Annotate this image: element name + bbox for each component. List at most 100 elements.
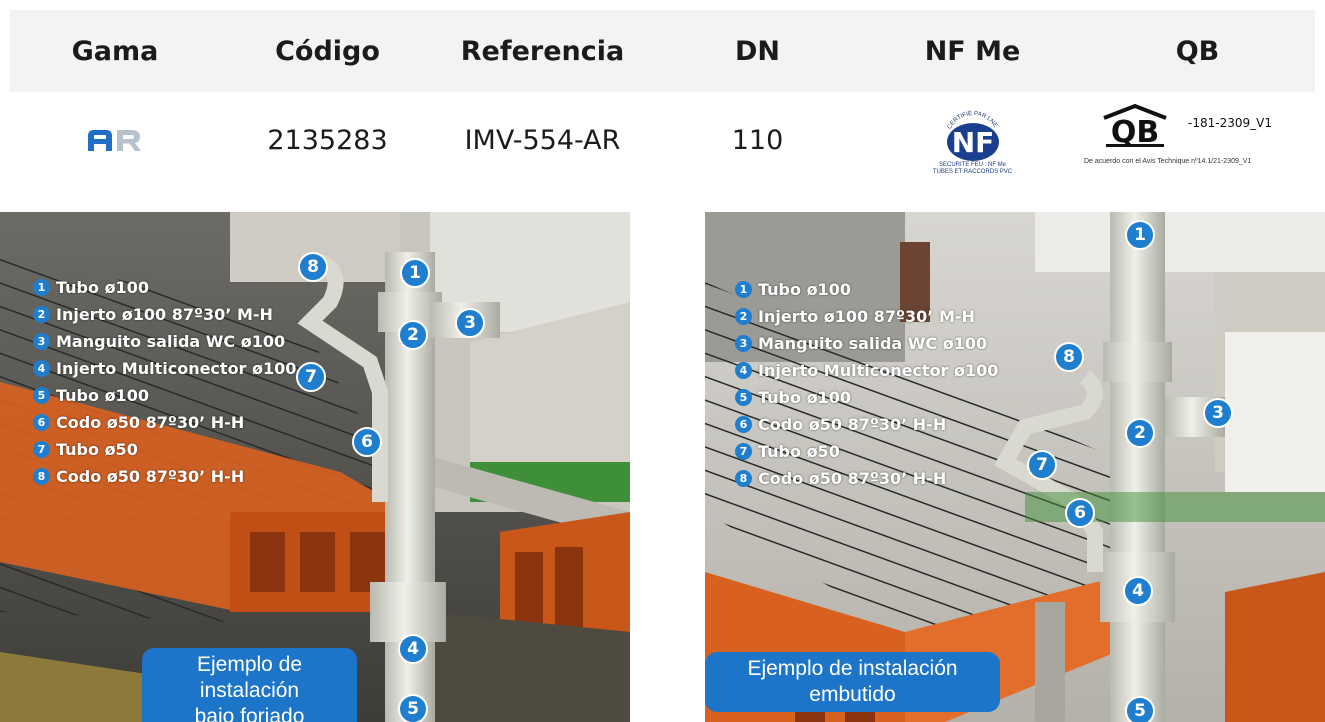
legend-label: Tubo ø50 bbox=[56, 440, 138, 459]
legend-label: Codo ø50 87º30’ H-H bbox=[56, 467, 245, 486]
header-cell-gama: Gama bbox=[10, 10, 220, 92]
header-cell-codigo: Código bbox=[220, 10, 435, 92]
callout-4: 4 bbox=[398, 634, 428, 664]
legend-number: 5 bbox=[33, 387, 50, 404]
callout-2: 2 bbox=[398, 320, 428, 350]
product-spec-table: Gama Código Referencia DN NF Me QB 21352… bbox=[10, 10, 1315, 188]
header-cell-dn: DN bbox=[650, 10, 865, 92]
table-row: 2135283 IMV-554-AR 110 CERTIFIÉ PAR LNE … bbox=[10, 92, 1315, 188]
callout-1: 1 bbox=[400, 258, 430, 288]
legend-label: Tubo ø50 bbox=[758, 442, 840, 461]
legend-number: 2 bbox=[735, 308, 752, 325]
header-qb: QB bbox=[1175, 35, 1220, 67]
caption-under-slab: Ejemplo de instalación bajo forjado bbox=[142, 648, 357, 722]
legend-label: Tubo ø100 bbox=[758, 280, 851, 299]
legend-item: 1 Tubo ø100 bbox=[33, 274, 296, 301]
header-referencia: Referencia bbox=[460, 35, 625, 67]
legend-label: Codo ø50 87º30’ H-H bbox=[758, 415, 947, 434]
callout-5: 5 bbox=[1125, 696, 1155, 722]
legend-number: 5 bbox=[735, 389, 752, 406]
legend-item: 5 Tubo ø100 bbox=[735, 384, 998, 411]
legend-number: 6 bbox=[33, 414, 50, 431]
nf-line-2: TUBES ET RACCORDS PVC bbox=[932, 169, 1013, 175]
nf-logo-text: NF bbox=[951, 126, 994, 159]
cell-codigo: 2135283 bbox=[220, 92, 435, 188]
legend-number: 1 bbox=[33, 279, 50, 296]
cell-gama bbox=[10, 92, 220, 188]
caption-line-2: bajo forjado bbox=[194, 705, 305, 722]
legend-item: 3 Manguito salida WC ø100 bbox=[33, 328, 296, 355]
embedded-scene bbox=[705, 212, 1325, 722]
legend-item: 6 Codo ø50 87º30’ H-H bbox=[735, 411, 998, 438]
legend-item: 7 Tubo ø50 bbox=[735, 438, 998, 465]
legend-label: Manguito salida WC ø100 bbox=[758, 334, 988, 353]
callout-8: 8 bbox=[298, 252, 328, 282]
legend-item: 5 Tubo ø100 bbox=[33, 382, 296, 409]
qb-logo-icon: QB bbox=[1103, 104, 1167, 148]
legend-item: 8 Codo ø50 87º30’ H-H bbox=[33, 463, 296, 490]
ar-logo-icon bbox=[88, 130, 141, 151]
legend-label: Codo ø50 87º30’ H-H bbox=[56, 413, 245, 432]
legend-number: 7 bbox=[33, 441, 50, 458]
legend-number: 4 bbox=[735, 362, 752, 379]
qb-code: -181-2309_V1 bbox=[1188, 116, 1272, 130]
callout-2: 2 bbox=[1125, 418, 1155, 448]
legend-number: 3 bbox=[735, 335, 752, 352]
callout-6: 6 bbox=[352, 427, 382, 457]
legend-label: Injerto ø100 87º30’ M-H bbox=[56, 305, 273, 324]
legend-label: Tubo ø100 bbox=[56, 386, 149, 405]
qb-logo-text: QB bbox=[1111, 115, 1159, 148]
legend-label: Injerto Multiconector ø100 bbox=[56, 359, 297, 378]
header-cell-qb: QB bbox=[1080, 10, 1315, 92]
legend-number: 7 bbox=[735, 443, 752, 460]
cell-referencia: IMV-554-AR bbox=[435, 92, 650, 188]
qb-certification: QB -181-2309_V1 De acuerdo con el Avis T… bbox=[1080, 92, 1315, 188]
caption-embedded: Ejemplo de instalación embutido bbox=[705, 652, 1000, 712]
nf-certification-logo: CERTIFIÉ PAR LNE NF SECURITE FEU : NF Me… bbox=[933, 110, 1012, 176]
header-nf-me: NF Me bbox=[924, 35, 1021, 67]
header-cell-referencia: Referencia bbox=[435, 10, 650, 92]
legend-item: 3 Manguito salida WC ø100 bbox=[735, 330, 998, 357]
legend-number: 6 bbox=[735, 416, 752, 433]
legend-number: 8 bbox=[33, 468, 50, 485]
callout-1: 1 bbox=[1125, 220, 1155, 250]
legend-item: 8 Codo ø50 87º30’ H-H bbox=[735, 465, 998, 492]
caption-line-1: Ejemplo de instalación bbox=[747, 657, 958, 680]
callout-8: 8 bbox=[1054, 342, 1084, 372]
legend-label: Injerto ø100 87º30’ M-H bbox=[758, 307, 975, 326]
caption-line-1: Ejemplo de instalación bbox=[196, 653, 303, 702]
cell-dn: 110 bbox=[650, 92, 865, 188]
under-slab-scene bbox=[0, 212, 630, 722]
cell-nf: CERTIFIÉ PAR LNE NF SECURITE FEU : NF Me… bbox=[865, 92, 1080, 188]
dn-value: 110 bbox=[731, 124, 784, 156]
legend-label: Manguito salida WC ø100 bbox=[56, 332, 286, 351]
ar-range-logo bbox=[86, 128, 144, 152]
legend-item: 1 Tubo ø100 bbox=[735, 276, 998, 303]
referencia-value: IMV-554-AR bbox=[464, 124, 621, 156]
nf-logo-icon: CERTIFIÉ PAR LNE NF bbox=[946, 110, 999, 161]
callout-7: 7 bbox=[1027, 450, 1057, 480]
qb-note: De acuerdo con el Avis Technique nº14.1/… bbox=[1084, 158, 1252, 165]
legend-item: 4 Injerto Multiconector ø100 bbox=[33, 355, 296, 382]
legend-number: 3 bbox=[33, 333, 50, 350]
legend-number: 1 bbox=[735, 281, 752, 298]
codigo-value: 2135283 bbox=[267, 124, 388, 156]
legend-number: 8 bbox=[735, 470, 752, 487]
nf-line-1: SECURITE FEU : NF Me bbox=[938, 162, 1006, 168]
legend-item: 6 Codo ø50 87º30’ H-H bbox=[33, 409, 296, 436]
legend-number: 4 bbox=[33, 360, 50, 377]
legend-label: Tubo ø100 bbox=[758, 388, 851, 407]
callout-6: 6 bbox=[1065, 498, 1095, 528]
cell-qb: QB -181-2309_V1 De acuerdo con el Avis T… bbox=[1080, 92, 1315, 188]
legend-label: Tubo ø100 bbox=[56, 278, 149, 297]
legend-label: Codo ø50 87º30’ H-H bbox=[758, 469, 947, 488]
callout-3: 3 bbox=[455, 308, 485, 338]
legend-number: 2 bbox=[33, 306, 50, 323]
callout-5: 5 bbox=[398, 694, 428, 722]
callout-7: 7 bbox=[296, 362, 326, 392]
callout-3: 3 bbox=[1203, 398, 1233, 428]
